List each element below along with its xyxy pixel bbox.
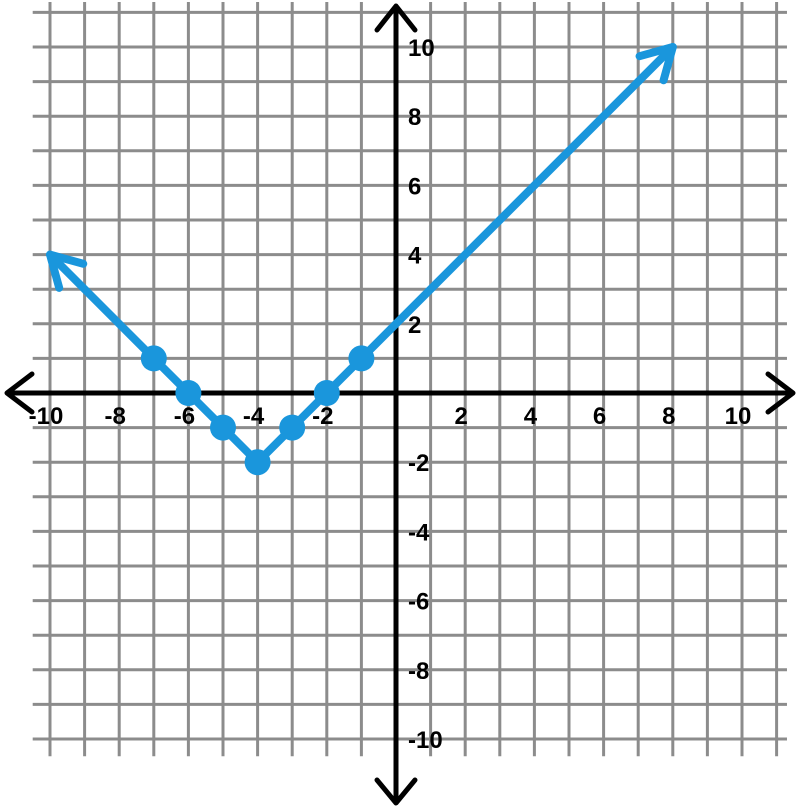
axes: [4, 3, 796, 806]
y-tick-label: 10: [408, 35, 435, 62]
tick-labels: -10 -8 -6 -4 -2 2 4 6 8 10 10 8 6 4 2 -2 -4 -6 -8 -10: [29, 35, 752, 754]
series-arrowhead: [635, 43, 677, 85]
x-tick-label: 6: [593, 403, 606, 430]
x-tick-label: -4: [243, 403, 265, 430]
y-tick-label: 2: [408, 312, 421, 339]
data-points: [140, 345, 375, 476]
x-tick-label: 4: [524, 403, 538, 430]
data-point: [140, 345, 167, 372]
y-axis-arrow-up: [374, 3, 418, 33]
y-tick-label: -8: [408, 658, 429, 685]
series-arrowhead: [46, 250, 88, 292]
data-point: [279, 414, 306, 441]
y-tick-label: -4: [408, 519, 430, 546]
y-tick-label: 6: [408, 173, 421, 200]
grid: [32, 2, 787, 757]
x-tick-label: 8: [662, 403, 675, 430]
x-tick-label: 10: [725, 403, 752, 430]
x-tick-label: -6: [174, 403, 195, 430]
y-tick-label: 8: [408, 104, 421, 131]
y-tick-label: -6: [408, 589, 429, 616]
y-tick-label: -10: [408, 727, 443, 754]
x-tick-label: -2: [312, 403, 333, 430]
x-tick-label: 2: [455, 403, 468, 430]
data-point: [210, 414, 236, 441]
x-axis-arrow-right: [765, 371, 796, 415]
x-tick-label: -10: [29, 403, 64, 430]
data-point: [175, 380, 202, 406]
x-axis-arrow-left: [4, 371, 35, 415]
data-point: [244, 449, 271, 476]
y-tick-label: -2: [408, 450, 429, 477]
data-point: [313, 380, 340, 406]
x-tick-label: -8: [105, 403, 126, 430]
y-tick-label: 4: [408, 243, 422, 270]
y-axis-arrow-down: [374, 777, 418, 806]
data-point: [348, 345, 375, 372]
